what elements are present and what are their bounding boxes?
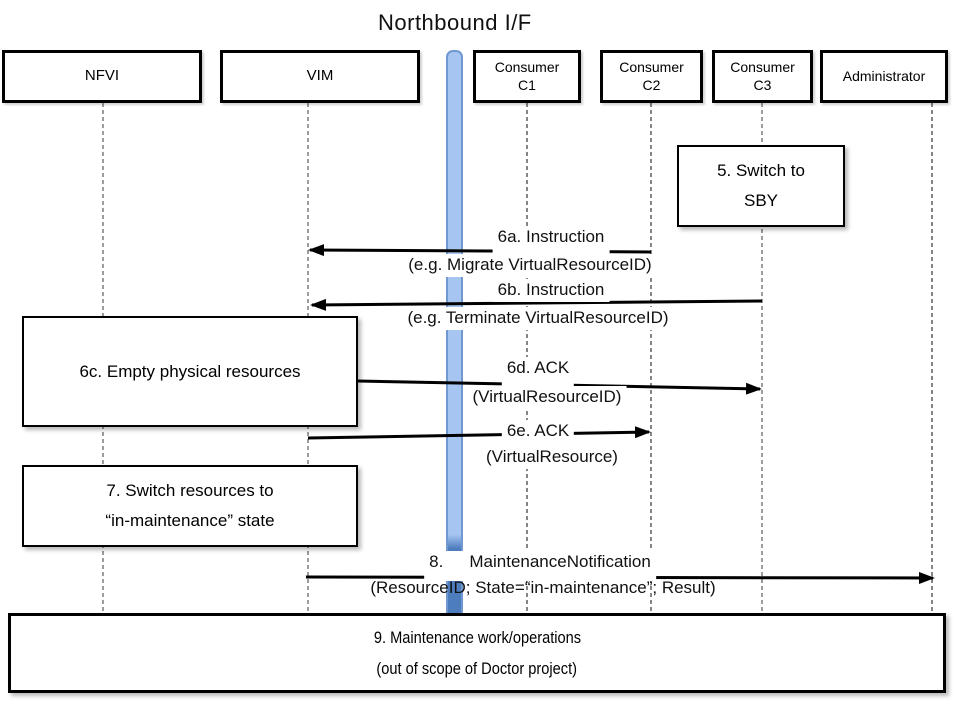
note-line1: 7. Switch resources to bbox=[106, 481, 274, 501]
message-label-6d-detail: (VirtualResourceID) bbox=[467, 386, 627, 409]
arrow-6b-instruction bbox=[310, 298, 763, 311]
arrow-6e-ack bbox=[307, 426, 651, 440]
actor-box-administrator: Administrator bbox=[820, 50, 948, 103]
note-box-switch-to-sby: 5. Switch to SBY bbox=[677, 145, 845, 227]
actor-label: Administrator bbox=[842, 67, 926, 84]
note-line2: “in-maintenance” state bbox=[105, 511, 275, 530]
message-label-6b-name: 6b. Instruction bbox=[492, 279, 610, 302]
actor-label: NFVI bbox=[84, 67, 120, 85]
actor-box-vim: VIM bbox=[220, 50, 420, 103]
actor-label-line1: Consumer bbox=[619, 59, 684, 75]
note-text: 6c. Empty physical resources bbox=[79, 361, 301, 381]
message-label-6a-name: 6a. Instruction bbox=[492, 226, 610, 256]
actor-label-line1: Consumer bbox=[730, 59, 795, 75]
actor-box-consumer-c3: Consumer C3 bbox=[712, 50, 813, 103]
note-line1: 5. Switch to bbox=[717, 161, 805, 181]
message-8-number: 8. bbox=[429, 552, 444, 571]
note-line2: (out of scope of Doctor project) bbox=[376, 659, 578, 678]
actor-label-line2: C3 bbox=[753, 76, 772, 93]
actor-label-line2: C2 bbox=[642, 76, 661, 93]
note-box-maintenance-work: 9. Maintenance work/operations (out of s… bbox=[8, 613, 946, 693]
message-8-text: MaintenanceNotification bbox=[469, 552, 651, 571]
actor-box-consumer-c1: Consumer C1 bbox=[473, 50, 581, 103]
note-line2: SBY bbox=[743, 191, 779, 210]
diagram-title: Northbound I/F bbox=[378, 10, 532, 35]
message-label-6d-name: 6d. ACK bbox=[501, 357, 575, 387]
note-box-switch-resources-in-maintenance: 7. Switch resources to “in-maintenance” … bbox=[22, 465, 358, 547]
message-label-8-name: 8. MaintenanceNotification bbox=[424, 551, 656, 581]
message-label-6a-detail: (e.g. Migrate VirtualResourceID) bbox=[403, 254, 657, 277]
message-label-6e-name: 6e. ACK bbox=[501, 420, 575, 450]
message-label-6b-detail: (e.g. Terminate VirtualResourceID) bbox=[402, 307, 674, 330]
actor-label-line1: Consumer bbox=[494, 59, 560, 75]
actor-label-line2: C1 bbox=[518, 76, 536, 93]
northbound-lifeline-bar bbox=[446, 50, 463, 613]
actor-box-nfvi: NFVI bbox=[2, 50, 202, 103]
message-label-8-detail: (ResourceID; State=“in-maintenance”; Res… bbox=[370, 578, 716, 597]
actor-box-consumer-c2: Consumer C2 bbox=[600, 50, 703, 103]
note-box-empty-physical-resources: 6c. Empty physical resources bbox=[22, 316, 358, 427]
note-line1: 9. Maintenance work/operations bbox=[373, 627, 581, 647]
message-label-6e-detail: (VirtualResource) bbox=[481, 446, 623, 469]
actor-label: VIM bbox=[306, 67, 334, 85]
